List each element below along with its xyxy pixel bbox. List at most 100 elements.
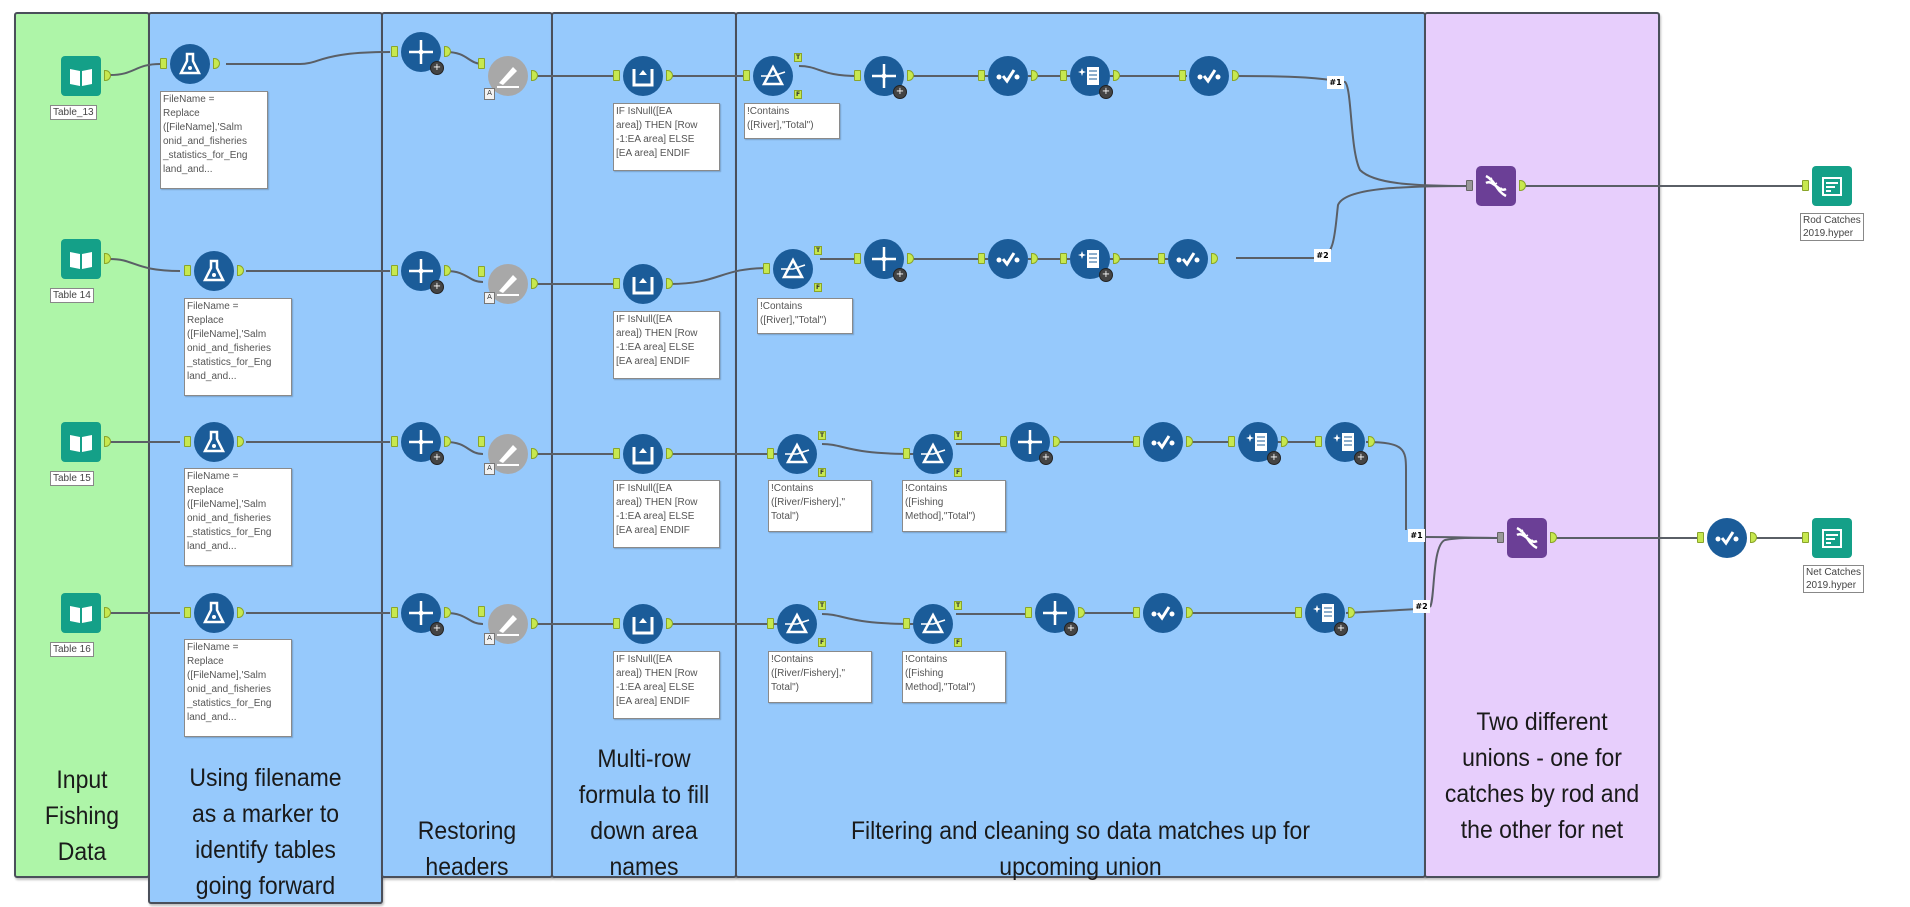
data-cleansing-tool[interactable]: + [1315,422,1375,465]
input-anchor[interactable] [478,266,485,277]
output-data-tool[interactable] [1802,518,1852,558]
transpose-tool[interactable]: + [391,251,451,294]
input-anchor[interactable] [1060,253,1067,264]
transpose-tool[interactable]: + [854,239,914,282]
true-anchor[interactable]: T [818,601,826,610]
false-anchor[interactable]: F [794,90,802,99]
select-tool[interactable] [978,239,1038,279]
true-anchor[interactable]: T [794,53,802,62]
filter-tool[interactable]: T F [903,431,962,477]
select-tool[interactable] [978,56,1038,96]
dynamic-rename-tool[interactable] [478,604,538,644]
filter-tool[interactable]: T F [743,53,802,99]
select-tool[interactable] [1697,518,1757,558]
data-cleansing-tool[interactable]: + [1060,239,1120,282]
input-anchor[interactable] [767,448,774,459]
input-anchor[interactable] [613,278,620,289]
input-anchor[interactable] [1497,532,1504,543]
multi-row-formula-tool[interactable] [613,434,673,474]
formula-tool[interactable] [184,593,244,633]
container-input-fishing-data[interactable]: Input Fishing Data [14,12,150,878]
input-anchor[interactable] [478,58,485,69]
transpose-tool[interactable]: + [391,593,451,636]
filter-tool[interactable]: T F [767,431,826,477]
transpose-tool[interactable]: + [1025,593,1085,636]
output-anchor[interactable] [666,278,673,289]
input-anchor[interactable] [478,436,485,447]
input-anchor[interactable] [391,436,398,447]
union-tool[interactable] [1466,166,1526,206]
input-anchor[interactable] [1158,253,1165,264]
output-anchor[interactable] [237,436,244,447]
input-anchor[interactable] [854,70,861,81]
input-anchor[interactable] [1466,180,1473,191]
input-data-tool[interactable] [61,422,111,462]
false-anchor[interactable]: F [954,638,962,647]
output-anchor[interactable] [1031,253,1038,264]
false-anchor[interactable]: F [954,468,962,477]
input-anchor[interactable] [854,253,861,264]
input-anchor[interactable] [1697,532,1704,543]
false-anchor[interactable]: F [818,638,826,647]
filter-tool[interactable]: T F [903,601,962,647]
input-anchor[interactable] [391,607,398,618]
rename-secondary-input-icon[interactable]: A [484,463,495,475]
input-anchor[interactable] [391,46,398,57]
multi-row-formula-tool[interactable] [613,604,673,644]
output-anchor[interactable] [1113,70,1120,81]
output-anchor[interactable] [666,448,673,459]
output-anchor[interactable] [1031,70,1038,81]
data-cleansing-tool[interactable]: + [1228,422,1288,465]
output-anchor[interactable] [213,58,220,69]
output-anchor[interactable] [1232,70,1239,81]
output-anchor[interactable] [1113,253,1120,264]
input-anchor[interactable] [184,265,191,276]
select-tool[interactable] [1133,422,1193,462]
input-anchor[interactable] [1179,70,1186,81]
output-anchor[interactable] [104,70,111,81]
output-anchor[interactable] [907,70,914,81]
true-anchor[interactable]: T [818,431,826,440]
false-anchor[interactable]: F [818,468,826,477]
output-data-tool[interactable] [1802,166,1852,206]
output-anchor[interactable] [1348,607,1355,618]
container-unions[interactable]: Two different unions - one for catches b… [1424,12,1660,878]
output-anchor[interactable] [531,618,538,629]
dynamic-rename-tool[interactable] [478,264,538,304]
input-anchor[interactable] [478,606,485,617]
input-anchor[interactable] [613,70,620,81]
input-anchor[interactable] [613,618,620,629]
transpose-tool[interactable]: + [391,32,451,75]
output-anchor[interactable] [1186,436,1193,447]
output-anchor[interactable] [1078,607,1085,618]
input-anchor[interactable] [1060,70,1067,81]
output-anchor[interactable] [237,607,244,618]
container-filtering-cleaning[interactable]: Filtering and cleaning so data matches u… [735,12,1426,881]
output-anchor[interactable] [1186,607,1193,618]
input-data-tool[interactable] [61,239,111,279]
input-anchor[interactable] [184,607,191,618]
false-anchor[interactable]: F [814,283,822,292]
output-anchor[interactable] [104,436,111,447]
input-anchor[interactable] [1315,436,1322,447]
output-anchor[interactable] [104,253,111,264]
input-anchor[interactable] [1802,180,1809,191]
input-anchor[interactable] [763,263,770,274]
output-anchor[interactable] [1281,436,1288,447]
data-cleansing-tool[interactable]: + [1295,593,1355,636]
output-anchor[interactable] [444,607,451,618]
filter-tool[interactable]: T F [767,601,826,647]
true-anchor[interactable]: T [954,601,962,610]
filter-tool[interactable]: T F [763,246,822,292]
formula-tool[interactable] [184,251,244,291]
output-anchor[interactable] [237,265,244,276]
output-anchor[interactable] [666,618,673,629]
multi-row-formula-tool[interactable] [613,56,673,96]
output-anchor[interactable] [444,265,451,276]
output-anchor[interactable] [444,46,451,57]
select-tool[interactable] [1133,593,1193,633]
output-anchor[interactable] [1368,436,1375,447]
data-cleansing-tool[interactable]: + [1060,56,1120,99]
input-anchor[interactable] [978,253,985,264]
input-data-tool[interactable] [61,56,111,96]
